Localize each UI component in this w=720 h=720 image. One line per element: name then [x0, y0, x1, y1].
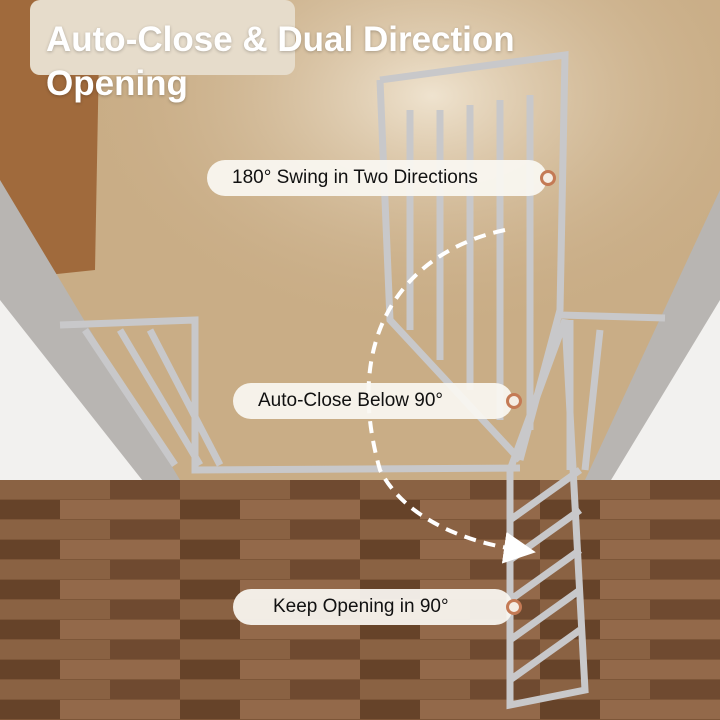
- marker-dot-icon: [506, 599, 522, 615]
- sofa: [30, 0, 295, 75]
- label-text: Keep Opening in 90°: [273, 596, 449, 617]
- title-line-2: Opening: [46, 64, 188, 103]
- title-line-1: Auto-Close & Dual Direction: [46, 20, 515, 59]
- marker-dot-icon: [506, 393, 522, 409]
- label-text: Auto-Close Below 90°: [258, 390, 444, 411]
- swing-arrow: [366, 228, 536, 564]
- label-keep-open: Keep Opening in 90°: [233, 589, 522, 625]
- page-title: Auto-Close & Dual Direction Opening: [46, 18, 515, 106]
- label-text: 180° Swing in Two Directions: [232, 167, 478, 188]
- marker-dot-icon: [540, 170, 556, 186]
- label-auto-close: Auto-Close Below 90°: [233, 383, 522, 419]
- label-swing: 180° Swing in Two Directions: [207, 160, 556, 196]
